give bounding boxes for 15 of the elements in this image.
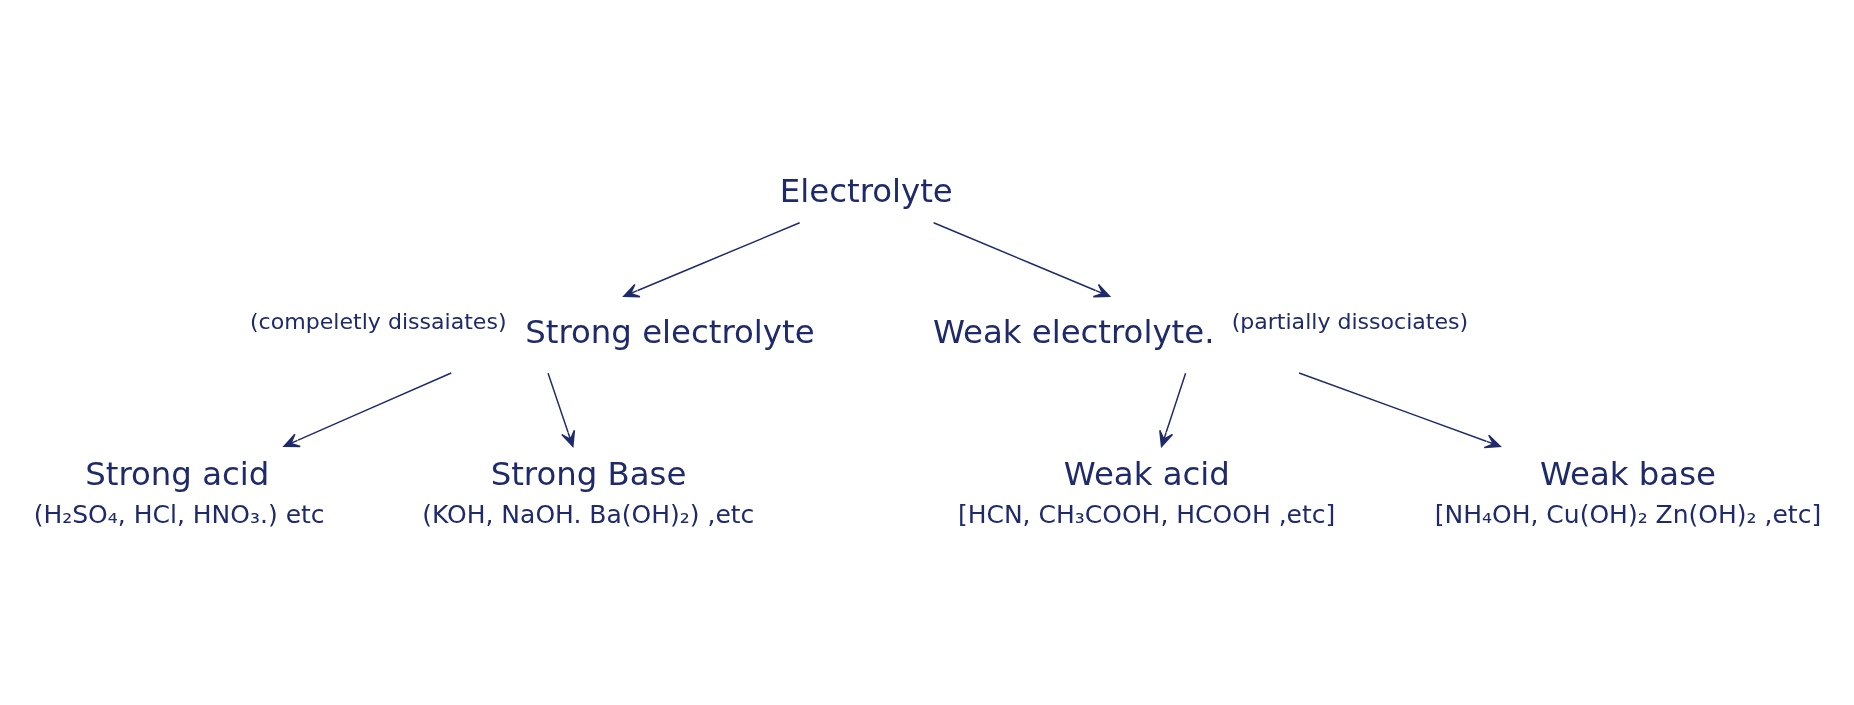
node-text: Electrolyte: [779, 171, 953, 210]
arrow: [283, 371, 452, 447]
node-label: (partially dissociates): [1231, 308, 1469, 334]
node-label: (compeletly dissaiates): [250, 308, 507, 334]
arrow: [623, 221, 801, 297]
node-text: Weak electrolyte.: [932, 312, 1215, 351]
node-text: Weak base [NH₄OH, Cu(OH)₂ Zn(OH)₂ ,etc]: [1434, 454, 1822, 529]
arrow: [1159, 372, 1187, 447]
arrow: [932, 221, 1111, 297]
node-text: Strong acid (H₂SO₄, HCl, HNO₃.) etc: [33, 454, 325, 529]
arrow: [547, 372, 576, 447]
node-text: Strong electrolyte: [525, 312, 815, 351]
node-text: Weak acid [HCN, CH₃COOH, HCOOH ,etc]: [957, 454, 1336, 529]
node-text: Strong Base (KOH, NaOH. Ba(OH)₂) ,etc: [422, 454, 755, 529]
arrow: [1298, 371, 1502, 448]
